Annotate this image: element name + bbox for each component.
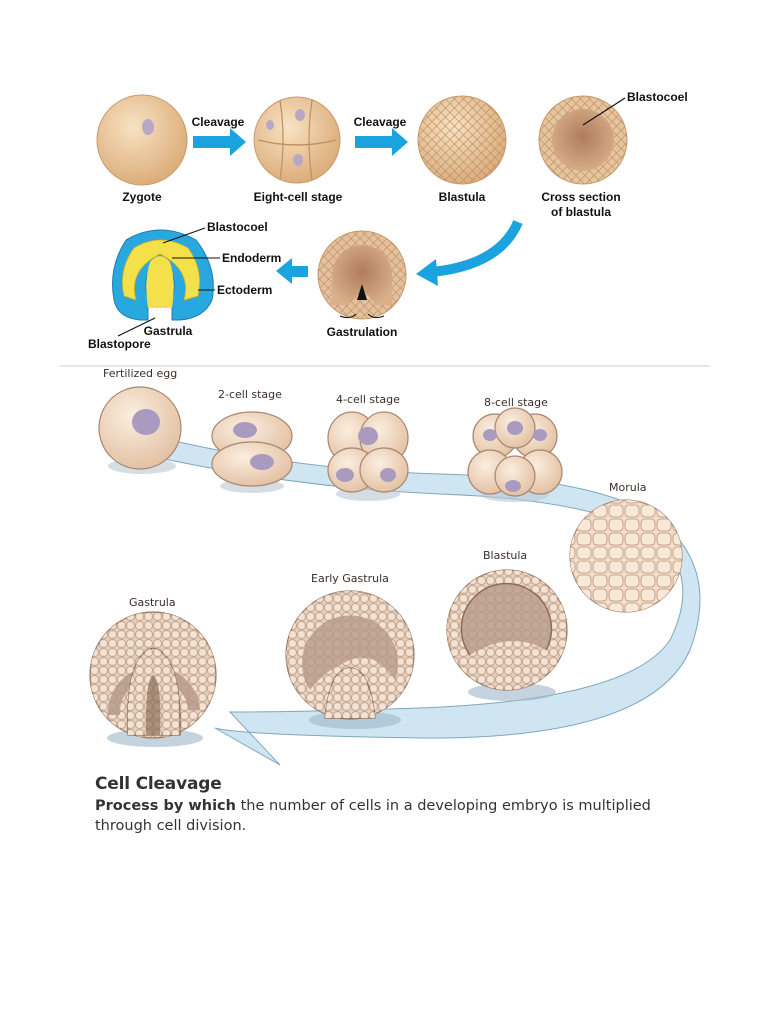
zygote-label: Zygote bbox=[122, 190, 162, 204]
fertilized-egg-illustration bbox=[98, 386, 182, 474]
gastrula-bottom-label: Gastrula bbox=[129, 596, 176, 609]
ectoderm-label: Ectoderm bbox=[217, 283, 272, 297]
arrow-to-gastrula bbox=[276, 258, 308, 284]
cleavage-arrow-2 bbox=[355, 128, 408, 156]
top-diagram: Zygote Cleavage Eight-cell stage Cleavag… bbox=[88, 90, 688, 351]
blastula-label: Blastula bbox=[439, 190, 486, 204]
gastrula-illustration bbox=[112, 227, 220, 337]
caption-body-rest: the number of cells in a developing embr… bbox=[95, 798, 651, 834]
endoderm-label: Endoderm bbox=[222, 251, 281, 265]
gastrula-label-top: Gastrula bbox=[144, 324, 193, 338]
cross-section-label-line2: of blastula bbox=[551, 205, 611, 219]
blastula-bottom-label: Blastula bbox=[483, 549, 527, 562]
cross-section-label-line1: Cross section bbox=[541, 190, 620, 204]
cleavage-label-1: Cleavage bbox=[192, 115, 245, 129]
eight-cell-label: Eight-cell stage bbox=[254, 190, 343, 204]
morula-illustration bbox=[569, 499, 683, 613]
curved-arrow bbox=[416, 219, 523, 286]
caption-block: Cell Cleavage Process by which the numbe… bbox=[95, 774, 655, 836]
blastocoel-label-gastrula: Blastocoel bbox=[207, 220, 268, 234]
cleavage-arrow-1 bbox=[193, 128, 246, 156]
two-cell-illustration bbox=[211, 411, 293, 493]
eight-cell-bottom-label: 8-cell stage bbox=[484, 396, 548, 409]
early-gastrula-illustration bbox=[285, 590, 415, 729]
zygote-illustration bbox=[96, 94, 188, 186]
two-cell-label: 2-cell stage bbox=[218, 388, 282, 401]
four-cell-illustration bbox=[327, 411, 409, 501]
gastrulation-illustration bbox=[317, 230, 407, 320]
blastopore-label: Blastopore bbox=[88, 337, 151, 351]
eight-cell-bottom-illustration bbox=[467, 407, 563, 502]
fertilized-egg-label: Fertilized egg bbox=[103, 367, 177, 380]
eight-cell-illustration bbox=[253, 96, 341, 184]
gastrula-bottom-illustration bbox=[89, 611, 217, 747]
caption-body: Process by which the number of cells in … bbox=[95, 796, 655, 836]
four-cell-label: 4-cell stage bbox=[336, 393, 400, 406]
blastula-bottom-illustration bbox=[446, 569, 568, 701]
cleavage-label-2: Cleavage bbox=[354, 115, 407, 129]
morula-label: Morula bbox=[609, 481, 647, 494]
blastocoel-label-top: Blastocoel bbox=[627, 90, 688, 104]
blastula-illustration bbox=[417, 95, 507, 185]
blastula-cross-section-illustration bbox=[538, 95, 628, 185]
caption-title: Cell Cleavage bbox=[95, 774, 222, 794]
gastrulation-label: Gastrulation bbox=[327, 325, 398, 339]
caption-body-bold: Process by which bbox=[95, 798, 236, 814]
early-gastrula-label: Early Gastrula bbox=[311, 572, 389, 585]
bottom-diagram: Fertilized egg 2-cell stage 4-cell stage bbox=[89, 367, 701, 766]
